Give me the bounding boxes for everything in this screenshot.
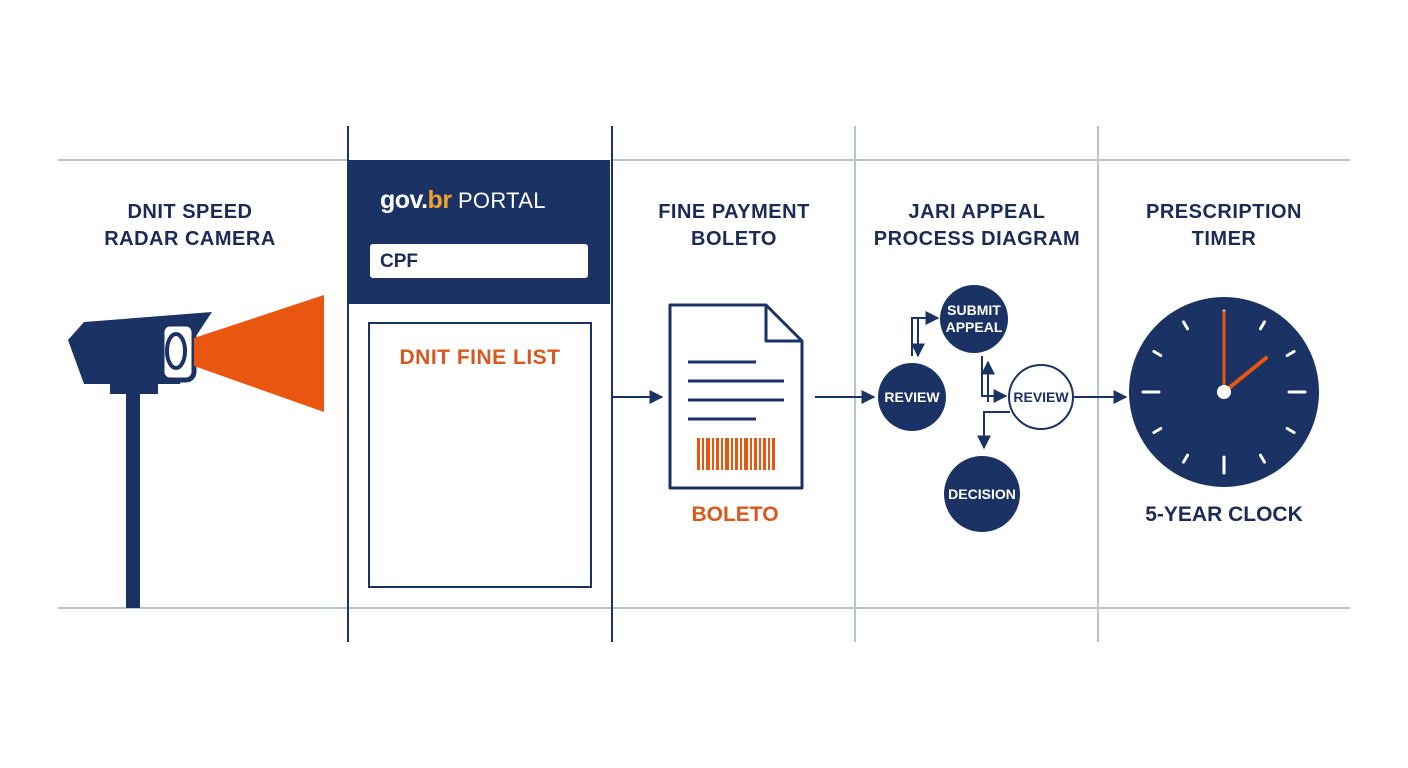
clock-label: 5-YEAR CLOCK bbox=[1145, 503, 1303, 526]
appeal-connectors bbox=[911, 311, 1010, 450]
review-node-left: REVIEW bbox=[878, 363, 946, 431]
brand-accent: br bbox=[427, 186, 453, 214]
cpf-label: CPF bbox=[380, 251, 418, 272]
fine-list-panel: DNIT FINE LIST bbox=[368, 322, 592, 588]
portal-title: gov.br PORTAL bbox=[380, 186, 546, 214]
barcode bbox=[697, 438, 775, 470]
clock-hour-hand bbox=[1222, 356, 1268, 394]
document-barcode-icon bbox=[668, 303, 804, 490]
clock-icon bbox=[1129, 297, 1319, 487]
govbr-portal-header: gov.br PORTAL CPF bbox=[348, 160, 610, 304]
decision-node: DECISION bbox=[944, 456, 1020, 532]
review-node-right: REVIEW bbox=[1008, 364, 1074, 430]
cpf-input[interactable]: CPF bbox=[370, 244, 588, 278]
fine-list-title: DNIT FINE LIST bbox=[399, 346, 561, 369]
boleto-label: BOLETO bbox=[691, 503, 779, 526]
radar-beam bbox=[194, 295, 324, 412]
grid-lines bbox=[58, 126, 1350, 642]
speed-camera-icon bbox=[68, 295, 324, 608]
